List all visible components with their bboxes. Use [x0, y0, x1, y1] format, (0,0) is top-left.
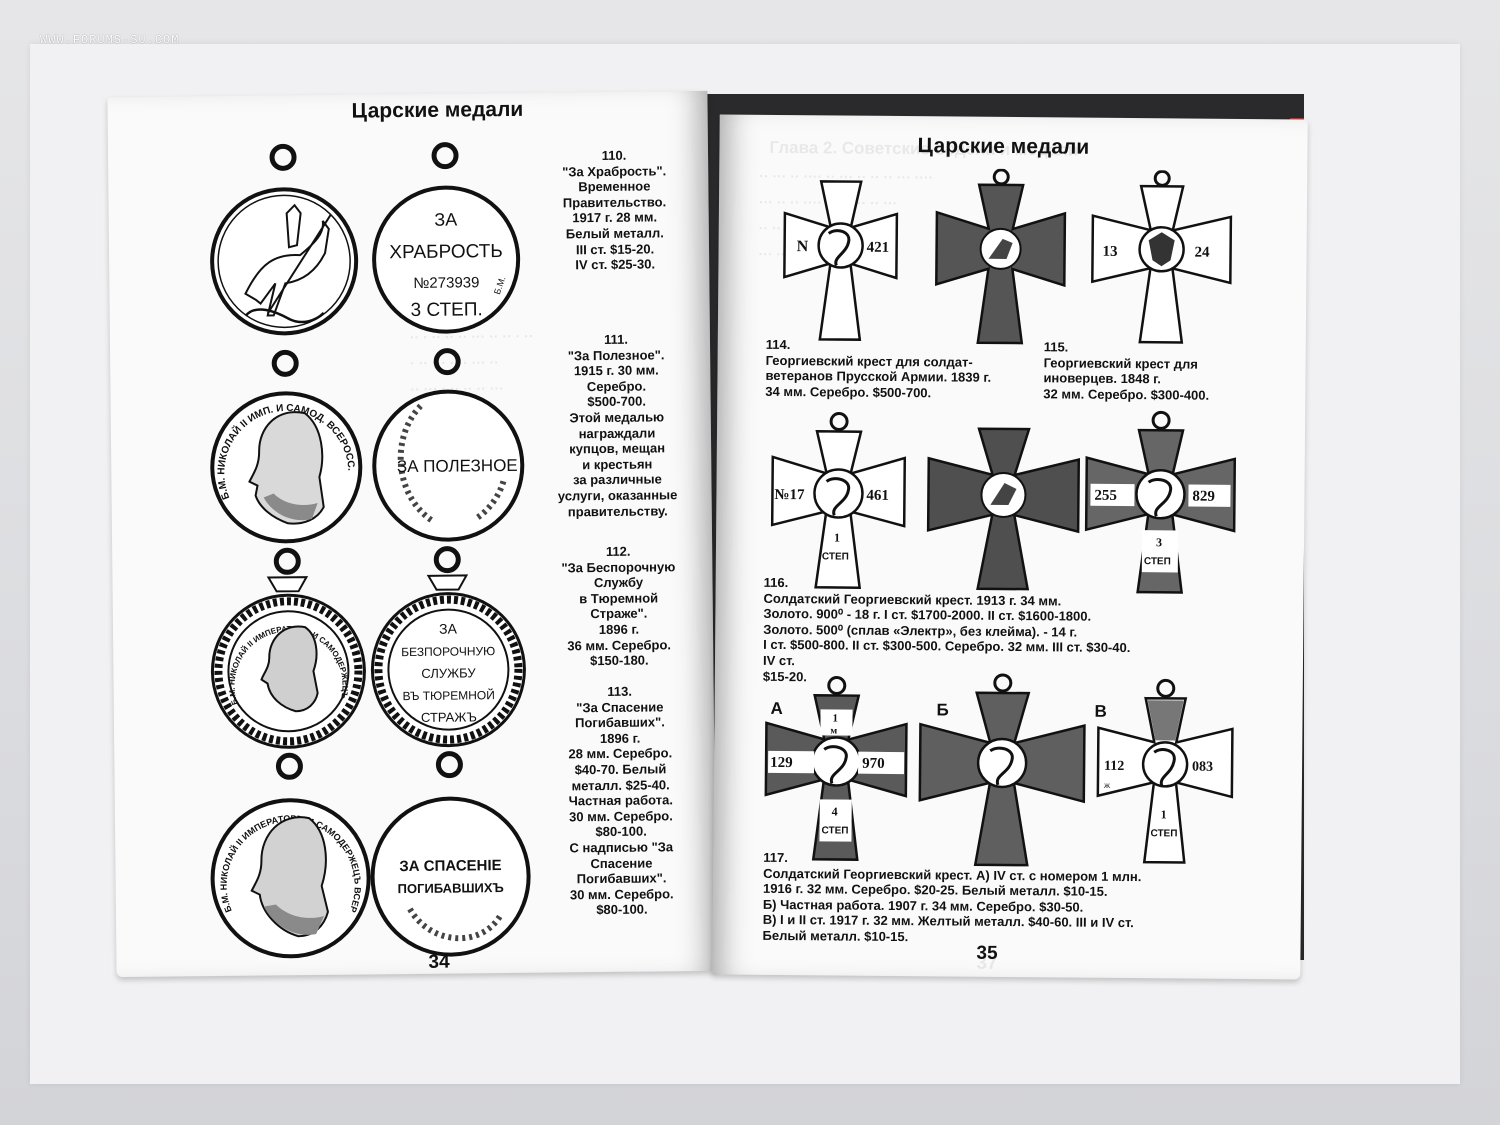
item-114-description: 114. Георгиевский крест для солдат- вете…: [765, 336, 992, 401]
page-heading-left: Царские медали: [351, 97, 524, 123]
cross-114-mark-left: N: [797, 238, 809, 255]
cross-116-reverse-3: 255 829 3 СТЕП: [1084, 410, 1237, 594]
cross-117c-mark-left: 112: [1104, 759, 1124, 774]
cross-117-a: 1 м 129 970 4 СТЕП: [764, 675, 908, 861]
medal-112-obverse: Б.М. НИКОЛАЙ II ИМПЕРАТОРЪ И САМОДЕРЖЕЦЪ…: [206, 546, 366, 749]
entry-111-description: 111. "За Полезное". 1915 г. 30 мм. Сереб…: [557, 331, 678, 519]
left-page: ·· · ·· ·· ·· ··· ·· ·· · ··· ·· ··· ·· …: [107, 90, 717, 978]
medal-110-text-line-4: 3 СТЕП.: [410, 299, 482, 321]
medal-111-inscription: ЗА ПОЛЕЗНОЕ: [397, 456, 518, 476]
medal-111-reverse: ЗА ПОЛЕЗНОЕ: [372, 348, 525, 542]
cross-117c-stamp: ж: [1103, 780, 1111, 790]
cross-116-mark-left: №17: [774, 487, 805, 503]
cross-117-c: 112 083 ж 1 СТЕП: [1096, 678, 1234, 864]
medal-110-text-line-2: ХРАБРОСТЬ: [389, 241, 503, 263]
cross-117a-mark-right: 970: [862, 756, 885, 772]
cross-116-reverse-1: №17 461 1 СТЕП: [770, 412, 907, 589]
cross-117a-mark-left: 129: [770, 755, 793, 771]
medal-111-obverse: Б.М. НИКОЛАЙ II ИМП. И САМОД. ВСЕРОСС.: [210, 349, 363, 544]
page-heading-right: Царские медали: [917, 134, 1090, 159]
entry-113-description: 113. "За Спасение Погибавших". 1896 г. 2…: [568, 683, 674, 918]
medal-112-text-line-2: БЕЗПОРОЧНУЮ: [401, 644, 495, 659]
item-115-description: 115. Георгиевский крест для иноверцев. 1…: [1043, 339, 1210, 403]
medal-112-reverse: ЗА БЕЗПОРОЧНУЮ СЛУЖБУ ВЪ ТЮРЕМНОЙ СТРАЖЪ: [370, 546, 526, 748]
cross-116-step-label: СТЕП: [822, 551, 849, 562]
medal-113-text-line-2: ПОГИБАВШИХЪ: [398, 880, 504, 896]
cross-116c-mark-right: 829: [1192, 489, 1215, 505]
watermark: WWW.FORUMS-SU.COM: [40, 33, 180, 47]
cross-115: 13 24: [1091, 169, 1233, 344]
cross-117a-degree-top: 1: [832, 712, 838, 724]
item-117-description: 117. Солдатский Георгиевский крест. А) I…: [762, 849, 1142, 945]
right-page: Глава 2. Советские ордена и медали ·· ··…: [712, 114, 1308, 980]
cross-116-degree: 1: [834, 530, 840, 544]
cross-117c-step-label: СТЕП: [1150, 828, 1177, 839]
cross-117a-degree: 4: [832, 804, 838, 818]
cross-116-obverse: [926, 427, 1081, 591]
cross-114: N 421: [783, 180, 899, 341]
page-number-right: 35: [976, 942, 998, 964]
medal-110-obverse: [210, 143, 359, 336]
cross-117a-step-label: СТЕП: [821, 825, 848, 836]
medal-112-text-line-1: ЗА: [439, 621, 458, 637]
cross-117-b: [918, 673, 1086, 867]
cross-114-mark-right: 421: [867, 240, 890, 256]
cross-116c-mark-left: 255: [1094, 488, 1117, 504]
medal-113-reverse: ЗА СПАСЕНІЕ ПОГИБАВШИХЪ: [370, 751, 531, 957]
cross-115-mark-left: 13: [1103, 244, 1118, 260]
cross-117c-mark-right: 083: [1192, 760, 1213, 775]
medal-110-text-line-1: ЗА: [434, 210, 457, 230]
entry-110-description: 110. "За Храбрость". Временное Правитель…: [562, 147, 667, 273]
cross-117c-degree: 1: [1161, 807, 1167, 821]
medal-112-text-line-4: ВЪ ТЮРЕМНОЙ: [402, 687, 494, 703]
medal-112-text-line-5: СТРАЖЪ: [421, 709, 477, 725]
medal-110-text-line-3: №273939: [413, 274, 479, 292]
cross-116c-step-label: СТЕП: [1144, 556, 1171, 567]
medal-110-reverse: ЗА ХРАБРОСТЬ №273939 3 СТЕП. Б.М.: [372, 142, 521, 334]
medal-113-text-line-1: ЗА СПАСЕНІЕ: [399, 857, 501, 875]
cross-117a-million-mark: м: [830, 725, 837, 736]
cross-116c-degree: 3: [1156, 535, 1162, 549]
cross-115-mark-right: 24: [1195, 245, 1211, 261]
entry-112-description: 112. "За Беспорочную Службу в Тюремной С…: [561, 543, 676, 669]
medal-112-text-line-3: СЛУЖБУ: [421, 665, 476, 681]
cross-114-obverse: [935, 168, 1067, 345]
page-number-left: 34: [428, 951, 450, 973]
item-116-description: 116. Солдатский Георгиевский крест. 1913…: [762, 574, 1131, 684]
medal-113-obverse: Б.М. НИКОЛАЙ II ИМПЕРАТОРЪ И САМОДЕРЖЕЦЪ…: [208, 749, 371, 959]
cross-116-mark-right: 461: [866, 488, 889, 504]
